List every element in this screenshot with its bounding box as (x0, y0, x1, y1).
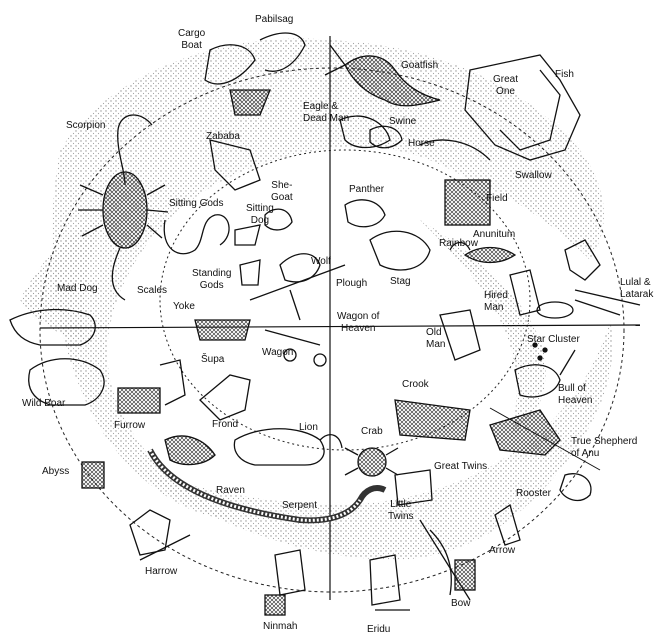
milky-way-band (20, 38, 613, 560)
label-wild-boar: Wild Boar (22, 398, 66, 409)
label-wagon: Wagon (262, 347, 294, 358)
lulal-figure (564, 239, 641, 316)
label-fish: Fish (555, 69, 574, 80)
label-star-cluster: Star Cluster (527, 334, 580, 345)
label-abyss: Abyss (42, 466, 70, 477)
ninmah-figure (264, 549, 306, 616)
wolf-figure (239, 253, 321, 286)
label-rooster: Rooster (516, 488, 552, 499)
label-scales: Scales (137, 285, 168, 296)
eagle-figure (339, 115, 391, 149)
bull-figure (514, 349, 576, 398)
label-panther: Panther (349, 184, 385, 195)
field-figure (419, 139, 491, 226)
label-harrow: Harrow (145, 566, 178, 577)
label-frond: Frond (212, 419, 239, 430)
swine-figure (369, 125, 403, 149)
label-stag: Stag (390, 276, 411, 287)
label-swine: Swine (389, 116, 417, 127)
sitting-dog-figure (264, 208, 293, 231)
label-supa: Šupa (201, 354, 225, 365)
raven-figure (164, 435, 216, 466)
serpent-figure (147, 448, 387, 524)
eridu-figure (369, 554, 410, 611)
panther-figure (344, 199, 386, 228)
label-scorpion: Scorpion (66, 120, 106, 131)
figures (9, 32, 641, 616)
goatfish-figure (324, 44, 441, 107)
label-rainbow: Rainbow (439, 238, 478, 249)
harrow-figure (129, 509, 191, 561)
label-lulal-latarak: Lulal &Latarak (620, 277, 654, 300)
label-eagle-dead-man: Eagle &Dead Man (303, 101, 350, 124)
mad-dog-figure (9, 308, 96, 346)
celestial-circles (39, 67, 625, 593)
bow-figure (419, 519, 476, 601)
plough-figure (249, 264, 346, 321)
crab-figure (344, 447, 399, 477)
anunitum-figure (449, 241, 517, 264)
label-great-twins: Great Twins (434, 461, 488, 472)
true-shepherd-figure (489, 409, 561, 456)
label-mad-dog: Mad Dog (57, 283, 98, 294)
label-arrow: Arrow (489, 545, 516, 556)
label-sitting-gods: Sitting Gods (169, 198, 224, 209)
label-crab: Crab (361, 426, 383, 437)
label-eridu: Eridu (367, 624, 391, 635)
label-crook: Crook (402, 379, 429, 390)
label-plough: Plough (336, 278, 368, 289)
lion-figure (233, 428, 343, 466)
zababa-figure (209, 139, 261, 191)
label-bow: Bow (451, 598, 471, 609)
label-field: Field (486, 193, 508, 204)
stag-figure (369, 230, 431, 271)
hired-man-figure (509, 269, 574, 319)
label-anunitum: Anunitum (473, 229, 516, 240)
label-ninmah: Ninmah (263, 621, 298, 632)
sitting-gods-figure (163, 214, 261, 255)
wild-boar-figure (28, 358, 105, 406)
label-furrow: Furrow (114, 420, 146, 431)
label-raven: Raven (216, 485, 245, 496)
frond-figure (199, 374, 251, 421)
little-twins-figure (394, 469, 433, 506)
great-twins-figure (394, 399, 471, 441)
rooster-figure (559, 473, 592, 502)
label-zababa: Zababa (206, 131, 240, 142)
scorpion-figure (78, 114, 169, 301)
wagon-figure (194, 319, 327, 367)
label-wolf: Wolf (311, 256, 331, 267)
old-man-figure (439, 309, 548, 361)
label-yoke: Yoke (173, 301, 195, 312)
label-serpent: Serpent (282, 500, 318, 511)
arrow-figure (494, 503, 521, 546)
label-goatfish: Goatfish (401, 60, 439, 71)
label-lion: Lion (299, 422, 318, 433)
label-pabilsag: Pabilsag (255, 14, 294, 25)
label-horse: Horse (408, 138, 435, 149)
great-one-figure (464, 54, 581, 161)
cargo-boat-figure (204, 32, 306, 116)
label-she-goat: She-Goat (271, 180, 293, 203)
abyss-figure (81, 461, 105, 489)
furrow-figure (117, 359, 186, 414)
label-swallow: Swallow (515, 170, 552, 181)
